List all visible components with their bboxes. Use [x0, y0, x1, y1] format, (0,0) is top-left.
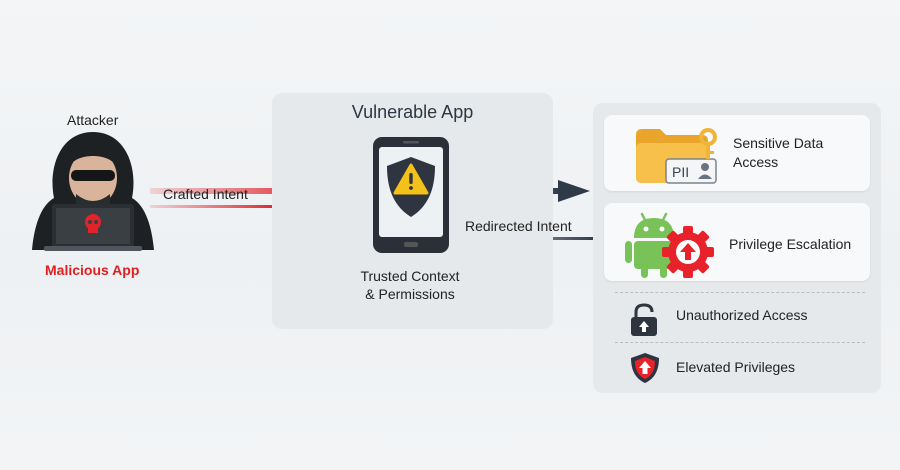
divider [615, 342, 865, 343]
hacker-icon [32, 132, 154, 251]
crafted-intent-label: Crafted Intent [163, 186, 248, 202]
redirected-intent-label: Redirected Intent [465, 218, 572, 234]
trusted-context-caption: Trusted Context & Permissions [330, 267, 490, 303]
access-line: Access [733, 154, 779, 170]
unauthorized-access-label: Unauthorized Access [676, 307, 808, 323]
android-gear-up-icon [625, 212, 714, 278]
shield-up-icon [631, 353, 659, 383]
unlock-icon [631, 303, 657, 336]
divider [615, 292, 865, 293]
pii-badge-text: PII [672, 164, 689, 180]
elevated-privileges-label: Elevated Privileges [676, 359, 796, 375]
attacker-title: Attacker [67, 112, 119, 128]
malicious-app-label: Malicious App [45, 262, 140, 278]
permissions-line: & Permissions [365, 286, 455, 302]
folder-pii-key-icon: PII [636, 128, 717, 184]
sensitive-data-line: Sensitive Data [733, 135, 824, 151]
trusted-context-line: Trusted Context [360, 268, 460, 284]
privilege-escalation-label: Privilege Escalation [729, 236, 852, 252]
phone-warning-icon [373, 137, 449, 253]
vulnerable-app-title: Vulnerable App [351, 102, 474, 122]
sensitive-data-access-label: Sensitive Data Access [733, 134, 823, 172]
